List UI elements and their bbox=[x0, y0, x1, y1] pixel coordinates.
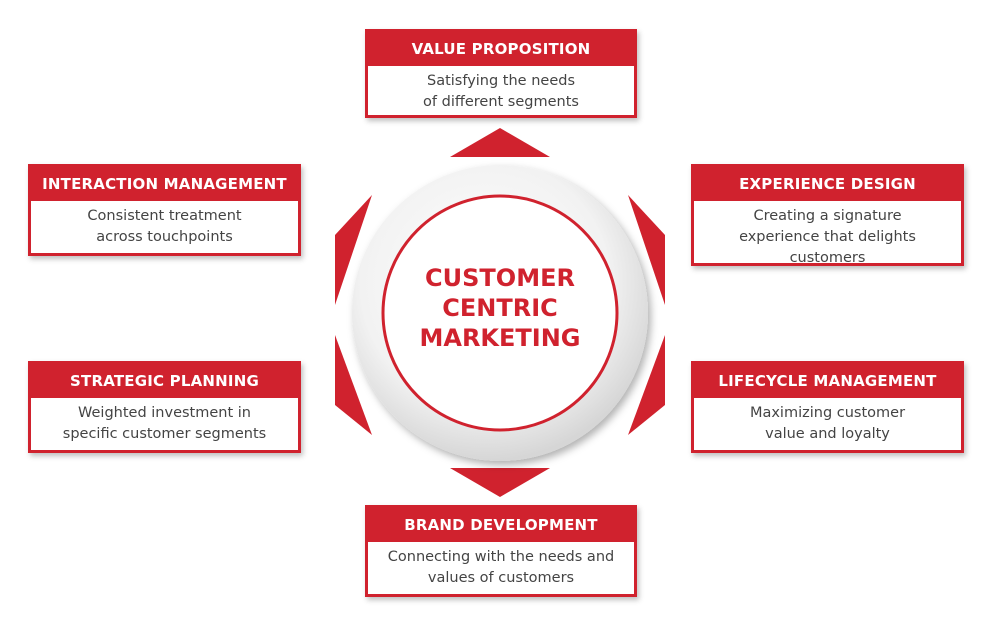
lower-right-segment bbox=[628, 335, 665, 435]
top-segment bbox=[450, 128, 550, 157]
card-experience-design: EXPERIENCE DESIGN Creating a signature e… bbox=[691, 164, 964, 266]
lower-left-segment bbox=[335, 335, 372, 435]
card-title: INTERACTION MANAGEMENT bbox=[31, 167, 298, 201]
bottom-segment bbox=[450, 468, 550, 497]
card-description: Consistent treatment across touchpoints bbox=[87, 208, 242, 245]
card-lifecycle-management: LIFECYCLE MANAGEMENT Maximizing customer… bbox=[691, 361, 964, 453]
card-description: Creating a signature experience that del… bbox=[739, 208, 916, 266]
card-value-proposition: VALUE PROPOSITION Satisfying the needs o… bbox=[365, 29, 637, 118]
card-interaction-management: INTERACTION MANAGEMENT Consistent treatm… bbox=[28, 164, 301, 256]
card-title: LIFECYCLE MANAGEMENT bbox=[694, 364, 961, 398]
upper-left-segment bbox=[335, 195, 372, 305]
card-title: EXPERIENCE DESIGN bbox=[694, 167, 961, 201]
card-description: Weighted investment in specific customer… bbox=[62, 405, 267, 442]
card-description: Connecting with the needs and values of … bbox=[387, 549, 615, 586]
inner-circle bbox=[381, 194, 619, 432]
card-title: VALUE PROPOSITION bbox=[368, 32, 634, 66]
card-brand-development: BRAND DEVELOPMENT Connecting with the ne… bbox=[365, 505, 637, 597]
hexagon-segments bbox=[335, 128, 665, 497]
card-description: Maximizing customer value and loyalty bbox=[749, 405, 906, 442]
card-strategic-planning: STRATEGIC PLANNING Weighted investment i… bbox=[28, 361, 301, 453]
card-title: BRAND DEVELOPMENT bbox=[368, 508, 634, 542]
center-title: CUSTOMER CENTRIC MARKETING bbox=[419, 264, 581, 352]
card-title: STRATEGIC PLANNING bbox=[31, 364, 298, 398]
upper-right-segment bbox=[628, 195, 665, 305]
card-description: Satisfying the needs of different segmen… bbox=[423, 73, 579, 110]
